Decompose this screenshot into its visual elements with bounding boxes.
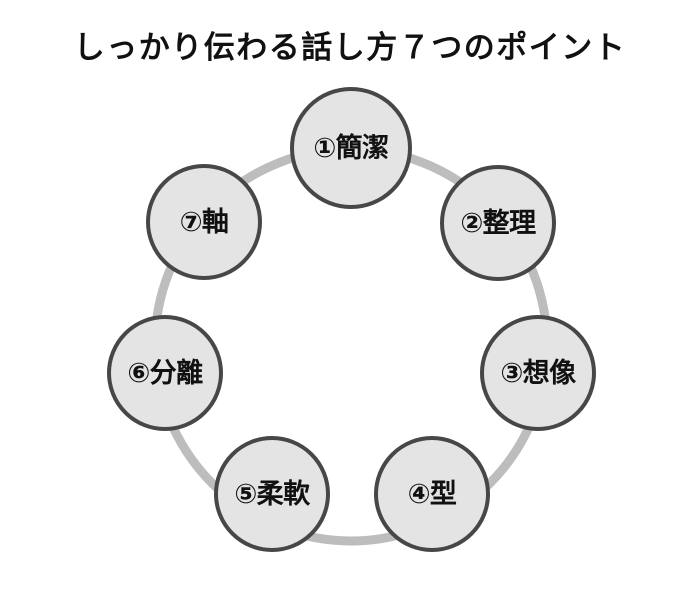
cycle-node-label-6: ⑥分離 [127, 357, 203, 389]
cycle-node-label-1: ①簡潔 [313, 132, 389, 164]
cycle-node-label-5: ⑤柔軟 [234, 478, 310, 510]
cycle-node-label-2: ②整理 [460, 207, 536, 239]
cycle-node-label-4: ④型 [407, 478, 457, 510]
cycle-node-5[interactable]: ⑤柔軟 [214, 436, 330, 552]
cycle-node-6[interactable]: ⑥分離 [107, 315, 223, 431]
cycle-node-7[interactable]: ⑦軸 [146, 164, 262, 280]
cycle-node-3[interactable]: ③想像 [480, 315, 596, 431]
cycle-node-4[interactable]: ④型 [374, 436, 490, 552]
cycle-node-2[interactable]: ②整理 [440, 165, 556, 281]
cycle-node-label-7: ⑦軸 [179, 206, 229, 238]
page-title: しっかり伝わる話し方７つのポイント [73, 30, 627, 66]
cycle-node-label-3: ③想像 [500, 357, 576, 389]
cycle-node-1[interactable]: ①簡潔 [290, 87, 412, 209]
